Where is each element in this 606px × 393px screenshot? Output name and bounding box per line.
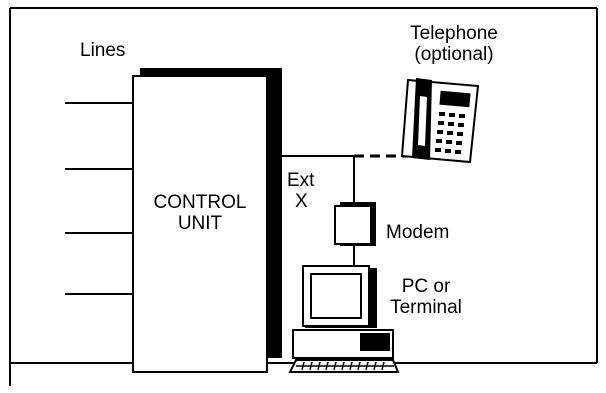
telephone-label-line2: (optional)	[414, 44, 494, 65]
incoming-lines	[65, 102, 133, 295]
control-unit-label-line2: UNIT	[177, 213, 223, 234]
modem-icon	[334, 202, 376, 246]
ext-label-line2: X	[295, 191, 308, 212]
modem-label: Modem	[386, 222, 450, 243]
telephone-label-line1: Telephone	[410, 23, 498, 44]
lines-label: Lines	[80, 40, 126, 61]
ext-label-line1: Ext	[287, 170, 315, 191]
pc-terminal-icon	[288, 265, 400, 373]
pc-label-line2: Terminal	[390, 297, 462, 318]
control-unit-box	[132, 68, 282, 373]
telephone-icon	[400, 78, 480, 164]
pc-label-line1: PC or	[401, 276, 451, 297]
control-unit-label-line1: CONTROL	[153, 192, 247, 213]
